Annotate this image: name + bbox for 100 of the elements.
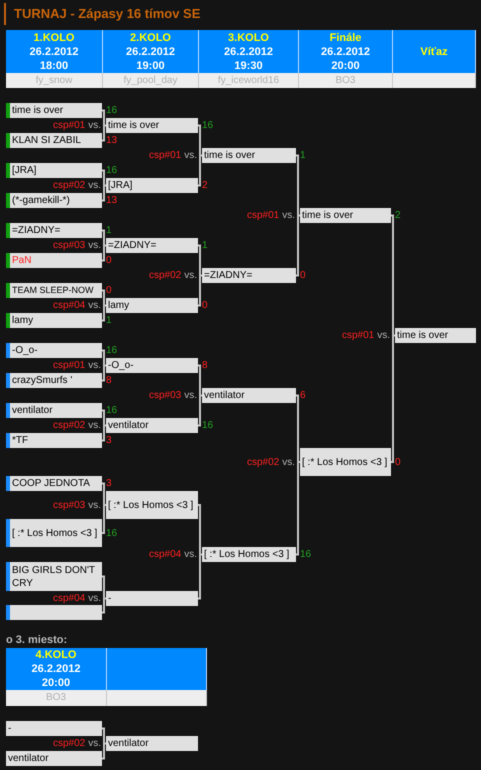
bracket-line — [102, 110, 106, 126]
server-tag: csp#01 — [52, 360, 86, 371]
server-tag: csp#02 — [52, 738, 86, 749]
bracket-line — [391, 214, 395, 336]
bracket-line — [102, 504, 106, 534]
score-text: 8 — [202, 359, 208, 373]
bracket-line — [102, 410, 106, 426]
server-tag: csp#03 — [52, 240, 86, 251]
bracket-line — [102, 170, 106, 186]
score-text: 16 — [106, 404, 118, 418]
page-title: TURNAJ - Zápasy 16 tímov SE — [4, 3, 477, 25]
team-name-box: =ZIADNY= — [6, 223, 102, 238]
server-tag: csp#01 — [52, 120, 86, 131]
versus-text: vs. — [88, 360, 101, 371]
server-tag: csp#02 — [52, 180, 86, 191]
bracket-line — [296, 154, 300, 216]
versus-text: vs. — [184, 150, 197, 161]
bracket-line — [102, 244, 106, 262]
bracket-line — [198, 364, 202, 396]
team-name-box: ventilator — [6, 751, 102, 766]
team-name-box: [ :* Los Homos <3 ] — [300, 448, 391, 476]
team-name-box: ventilator — [106, 418, 198, 433]
bracket-line — [198, 124, 202, 156]
server-tag: csp#04 — [52, 300, 86, 311]
versus-text: vs. — [88, 738, 101, 749]
map-cell: fy_snow — [6, 73, 103, 88]
score-text: 1 — [202, 239, 208, 253]
bracket-line — [198, 554, 202, 600]
team-name-box: - — [6, 721, 102, 736]
versus-text: vs. — [88, 240, 101, 251]
team-name-box: TEAM SLEEP-NOW — [6, 283, 102, 298]
versus-text: vs. — [88, 593, 101, 604]
server-tag: csp#01 — [342, 330, 374, 341]
score-text: 0 — [202, 299, 208, 313]
bracket-line — [102, 576, 106, 600]
versus-text: vs. — [88, 120, 101, 131]
match-date: 26.2.2012 — [321, 44, 370, 58]
team-name-box: [JRA] — [106, 178, 198, 193]
bracket-line — [198, 394, 202, 426]
score-text: 0 — [395, 456, 401, 470]
server-tag: csp#04 — [52, 593, 86, 604]
bracket-line — [102, 304, 106, 322]
section-heading: o 3. miesto: — [6, 634, 68, 646]
team-name-box: lamy — [6, 313, 102, 328]
versus-text: vs. — [282, 456, 295, 468]
score-text: 13 — [106, 194, 118, 208]
team-name-box: -O_o- — [6, 343, 102, 358]
server-tag: csp#03 — [52, 500, 86, 510]
score-text: 8 — [106, 374, 112, 388]
versus-text: vs. — [184, 270, 197, 281]
bracket-line — [198, 244, 202, 276]
score-text: 16 — [106, 164, 118, 178]
round-title: 3.KOLO — [228, 30, 269, 44]
team-name-box: [ :* Los Homos <3 ] — [202, 547, 296, 562]
score-text: 6 — [300, 389, 306, 403]
server-tag: csp#02 — [246, 456, 280, 468]
team-bar — [6, 605, 102, 620]
score-text: 16 — [106, 344, 118, 358]
team-name-box: *TF — [6, 433, 102, 448]
score-text: 16 — [300, 548, 312, 562]
server-tag: csp#04 — [148, 549, 182, 560]
team-name-box: time is over — [300, 208, 391, 223]
match-date: 26.2.2012 — [126, 44, 175, 58]
bracket-line — [102, 290, 106, 306]
team-name-box: COOP JEDNOTA — [6, 476, 102, 491]
versus-text: vs. — [377, 330, 390, 341]
score-text: 3 — [106, 477, 112, 491]
server-tag: csp#03 — [148, 390, 182, 401]
versus-text: vs. — [88, 180, 101, 191]
team-name-box: ventilator — [202, 388, 296, 403]
bracket-line — [296, 214, 300, 276]
round-title: Finále — [330, 30, 362, 44]
match-time: 19:30 — [234, 58, 263, 72]
server-tag: csp#02 — [148, 270, 182, 281]
score-text: 1 — [106, 314, 112, 328]
bracket-line — [198, 154, 202, 186]
score-text: 0 — [300, 269, 306, 283]
score-text: 16 — [106, 526, 118, 540]
match-time: 19:00 — [136, 58, 165, 72]
map-cell: BO3 — [6, 690, 107, 706]
round-title: 1.KOLO — [34, 30, 74, 44]
team-name-box: [ :* Los Homos <3 ] — [6, 519, 102, 547]
score-text: 0 — [106, 284, 112, 298]
bracket-line — [296, 394, 300, 463]
bracket-line — [198, 274, 202, 306]
score-text: 2 — [395, 209, 401, 223]
bracket-line — [102, 424, 106, 442]
team-name-box: ventilator — [6, 403, 102, 418]
bracket-line — [102, 598, 106, 614]
score-text: 2 — [202, 179, 208, 193]
versus-text: vs. — [184, 549, 197, 560]
score-text: 0 — [106, 254, 112, 268]
team-name-box: - — [106, 591, 198, 606]
round-title: 2.KOLO — [130, 30, 171, 44]
score-text: 3 — [106, 434, 112, 448]
team-name-box: KLAN SI ZABIL — [6, 133, 102, 148]
team-name-box: =ZIADNY= — [202, 268, 296, 283]
map-cell: fy_pool_day — [103, 73, 199, 88]
match-time: 20:00 — [42, 676, 70, 690]
server-tag: csp#02 — [52, 420, 86, 431]
